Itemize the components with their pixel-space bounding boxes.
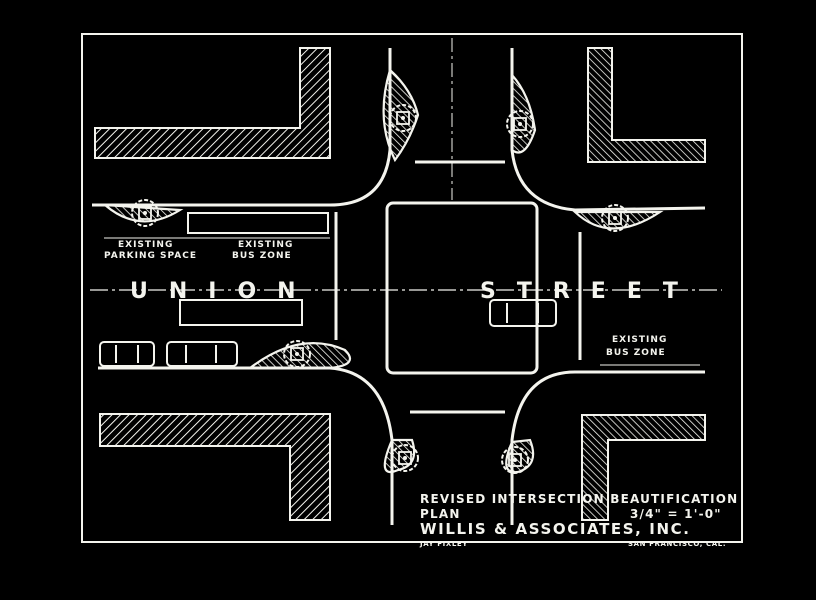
parked-cars — [99, 299, 557, 367]
bus-zone-west-line1: EXISTING — [238, 240, 293, 250]
building-block-nw — [94, 47, 331, 159]
firm-name: WILLIS & ASSOCIATES, INC. — [420, 520, 691, 538]
plan-title-line1: REVISED INTERSECTION BEAUTIFICATION — [420, 492, 738, 506]
intersection-center-square — [385, 201, 539, 375]
title-block: REVISED INTERSECTION BEAUTIFICATION PLAN… — [419, 492, 738, 548]
drawn-by: JAY FIXLEY — [419, 540, 468, 548]
bus-zone-east-line2: BUS ZONE — [606, 348, 666, 358]
plan-scale: 3/4" = 1'-0" — [630, 507, 722, 521]
parking-label-line1: EXISTING — [118, 240, 173, 250]
bus-zone-east-line1: EXISTING — [612, 335, 667, 345]
crosswalk-bars — [334, 160, 582, 414]
street-name-west: UNION — [130, 279, 317, 304]
parking-label-line2: PARKING SPACE — [104, 251, 197, 261]
building-block-se — [581, 414, 706, 521]
drawing-border — [81, 33, 743, 543]
plan-location: SAN FRANCISCO, CAL. — [628, 540, 726, 548]
plan-title-line2: PLAN — [420, 507, 461, 521]
bus-zone-west-line2: BUS ZONE — [232, 251, 292, 261]
street-name-east: STREET — [480, 279, 699, 304]
zone-outlines — [179, 212, 329, 326]
building-block-sw — [99, 413, 331, 521]
building-block-ne — [587, 47, 706, 163]
curb-lines — [92, 48, 706, 525]
dimension-lines — [104, 237, 700, 366]
